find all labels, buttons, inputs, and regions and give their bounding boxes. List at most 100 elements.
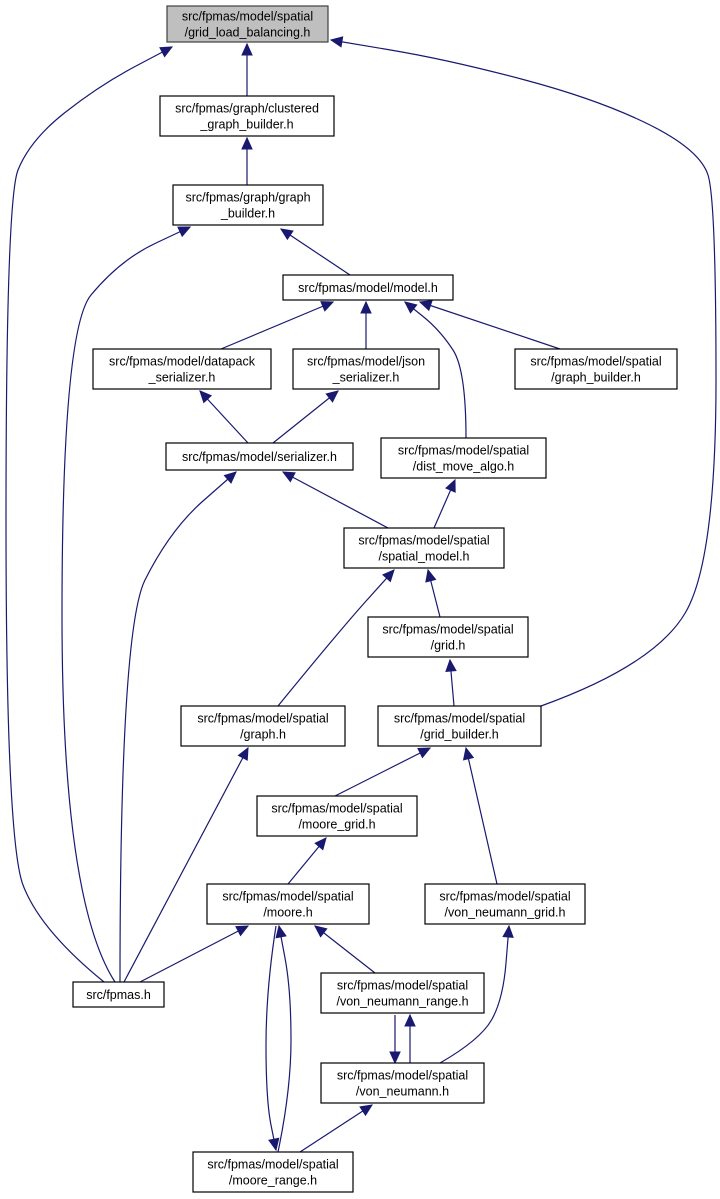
edge-vnrange-to-moore [314, 925, 376, 974]
node-spgraphb[interactable]: src/fpmas/model/spatial/graph_builder.h [514, 348, 678, 390]
arrowhead-icon [325, 390, 339, 403]
arrowhead-icon [281, 471, 296, 483]
node-graphbuilder[interactable]: src/fpmas/graph/graph_builder.h [172, 184, 324, 226]
node-moorerange[interactable]: src/fpmas/model/spatial/moore_range.h [192, 1151, 354, 1193]
node-box [206, 883, 370, 925]
node-box [72, 981, 165, 1008]
node-label: /spatial_model.h [378, 550, 469, 564]
node-label: /von_neumann_grid.h [445, 906, 566, 920]
edge-line [272, 390, 339, 444]
node-mooregrid[interactable]: src/fpmas/model/spatial/moore_grid.h [256, 795, 418, 837]
node-moore[interactable]: src/fpmas/model/spatial/moore.h [206, 883, 370, 925]
edge-line [299, 1104, 373, 1153]
edge-fpmas-to-graph [123, 746, 249, 983]
arrowhead-icon [314, 837, 327, 851]
node-vngrid[interactable]: src/fpmas/model/spatial/von_neumann_grid… [424, 883, 586, 925]
node-label: src/fpmas/graph/graph [185, 191, 310, 205]
node-label: /grid_load_balancing.h [185, 26, 311, 40]
node-label: src/fpmas.h [86, 988, 151, 1002]
arrowhead-icon [404, 301, 418, 314]
node-distmove[interactable]: src/fpmas/model/spatial/dist_move_algo.h [380, 437, 547, 479]
node-grid[interactable]: src/fpmas/model/spatial/grid.h [367, 616, 529, 658]
edge-line [465, 747, 498, 885]
arrowhead-icon [279, 228, 294, 241]
arrowhead-icon [425, 568, 437, 583]
edge-graphbuilder-to-clustered [241, 136, 253, 185]
node-datapack[interactable]: src/fpmas/model/datapack_serializer.h [92, 348, 272, 390]
node-model[interactable]: src/fpmas/model/model.h [282, 274, 454, 301]
arrowhead-icon [320, 301, 335, 312]
arrowhead-icon [268, 1137, 280, 1152]
edge-line [139, 925, 249, 983]
node-vnrange[interactable]: src/fpmas/model/spatial/von_neumann_rang… [320, 972, 485, 1014]
edge-model-to-graphbuilder [279, 228, 351, 276]
node-label: /moore_grid.h [298, 818, 375, 832]
arrowhead-icon [389, 1051, 401, 1065]
edge-fpmas-to-gridlb [5, 46, 174, 983]
arrowhead-icon [177, 226, 192, 238]
edge-gridbuilder-to-gridlb [329, 36, 717, 707]
node-gridlb[interactable]: src/fpmas/model/spatial/grid_load_balanc… [166, 5, 329, 43]
node-box [343, 527, 505, 569]
node-label: /moore_range.h [229, 1174, 317, 1188]
edge-line [61, 226, 191, 983]
edge-moorerange-to-vn [299, 1104, 374, 1153]
node-box [292, 348, 440, 390]
node-label: src/fpmas/model/spatial [398, 444, 529, 458]
node-box [377, 705, 542, 747]
edge-line [5, 46, 173, 983]
node-fpmas[interactable]: src/fpmas.h [72, 981, 165, 1008]
node-serializer[interactable]: src/fpmas/model/serializer.h [165, 442, 354, 471]
node-label: /von_neumann_range.h [336, 995, 468, 1009]
node-box [282, 274, 454, 301]
edge-spgraphb-to-model [418, 300, 561, 350]
node-json[interactable]: src/fpmas/model/json_serializer.h [292, 348, 440, 390]
node-label: /graph.h [240, 728, 286, 742]
arrowhead-icon [237, 746, 249, 761]
nodes-layer: src/fpmas/model/spatial/grid_load_balanc… [72, 5, 678, 1193]
node-label: _serializer.h [148, 371, 216, 385]
node-label: /graph_builder.h [551, 371, 641, 385]
node-label: src/fpmas/model/spatial [182, 10, 313, 24]
node-label: src/fpmas/model/spatial [394, 712, 525, 726]
node-label: /dist_move_algo.h [413, 460, 515, 474]
node-label: src/fpmas/model/spatial [207, 1158, 338, 1172]
node-box [165, 442, 354, 471]
edge-spatialmodel-to-serializer [281, 471, 389, 529]
edge-graph-to-spatialmodel [277, 569, 395, 707]
edge-json-to-model [360, 300, 372, 349]
edge-line [123, 747, 249, 983]
node-box [159, 95, 335, 137]
node-label: /grid_builder.h [420, 728, 499, 742]
node-box [380, 437, 547, 479]
edges-layer [5, 36, 717, 1153]
node-clustered[interactable]: src/fpmas/graph/clustered_graph_builder.… [159, 95, 335, 137]
edge-line [265, 925, 277, 1151]
node-box [192, 1151, 354, 1193]
arrowhead-icon [359, 1104, 374, 1117]
node-box [320, 1062, 485, 1104]
node-label: src/fpmas/model/spatial [382, 623, 513, 637]
node-label: src/fpmas/model/model.h [298, 281, 438, 295]
arrowhead-icon [159, 46, 174, 58]
node-vn[interactable]: src/fpmas/model/spatial/von_neumann.h [320, 1062, 485, 1104]
node-box [320, 972, 485, 1014]
edge-moore-to-moorerange [265, 925, 280, 1152]
arrowhead-icon [382, 569, 395, 583]
node-label: _graph_builder.h [199, 118, 293, 132]
node-label: src/fpmas/model/spatial [337, 1069, 468, 1083]
arrowhead-icon [445, 478, 456, 493]
node-label: /grid.h [431, 639, 466, 653]
node-gridbuilder[interactable]: src/fpmas/model/spatial/grid_builder.h [377, 705, 542, 747]
arrowhead-icon [241, 136, 253, 150]
edge-distmove-to-model [404, 301, 467, 439]
node-graph[interactable]: src/fpmas/model/spatial/graph.h [180, 705, 346, 747]
node-label: src/fpmas/model/spatial [358, 534, 489, 548]
edge-line [314, 925, 376, 974]
node-label: src/fpmas/model/serializer.h [182, 450, 337, 464]
edge-line [282, 471, 389, 529]
node-box [172, 184, 324, 226]
node-spatialmodel[interactable]: src/fpmas/model/spatial/spatial_model.h [343, 527, 505, 569]
node-label: src/fpmas/model/spatial [222, 890, 353, 904]
